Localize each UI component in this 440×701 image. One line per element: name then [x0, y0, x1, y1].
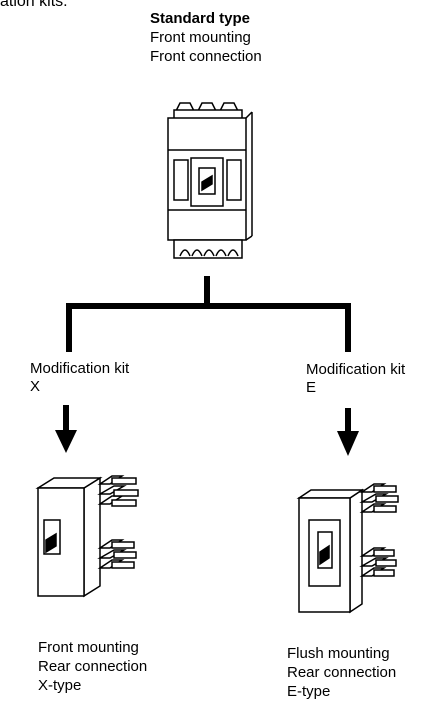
arrow-right: [337, 408, 359, 456]
left-desc-line2: Rear connection: [38, 658, 148, 675]
standard-title: Standard type: [150, 10, 251, 27]
right-desc-line2: Rear connection: [287, 664, 397, 681]
right-kit-label: Modification kit: [306, 361, 406, 378]
left-desc-line1: Front mounting: [38, 639, 139, 656]
connector-tree: [66, 276, 351, 352]
right-kit-letter: E: [306, 379, 317, 396]
header-fragment: ation kits.: [0, 0, 68, 10]
standard-breaker-image: [167, 102, 253, 259]
arrow-left: [55, 405, 77, 453]
x-type-breaker-image: [35, 475, 139, 598]
left-kit-letter: X: [30, 378, 41, 395]
left-kit-label: Modification kit: [30, 360, 130, 377]
right-desc-line3: E-type: [287, 683, 331, 700]
e-type-breaker-image: [296, 483, 399, 614]
right-desc-line1: Flush mounting: [287, 645, 390, 662]
left-desc-line3: X-type: [38, 677, 82, 694]
standard-line1: Front mounting: [150, 29, 251, 46]
standard-line2: Front connection: [150, 48, 262, 65]
